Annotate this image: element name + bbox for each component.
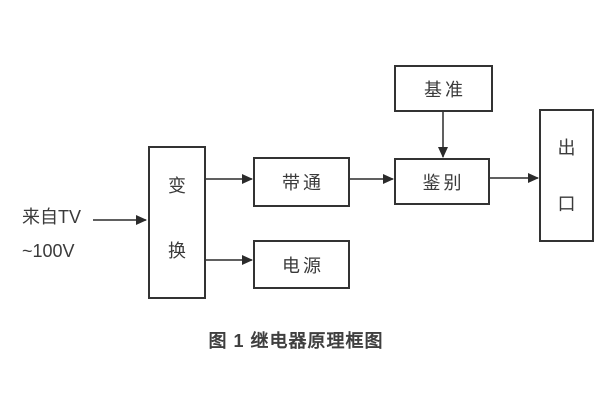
block-bandpass-label: 带通 — [282, 173, 324, 193]
block-reference: 基准 — [394, 65, 493, 112]
block-reference-label: 基准 — [424, 79, 466, 100]
block-bandpass: 带通 — [253, 157, 350, 207]
input-source-label: 来自TV ~100V — [22, 200, 81, 268]
input-source-line2: ~100V — [22, 241, 75, 261]
block-transform-label-char1: 变 — [168, 176, 186, 196]
input-source-line1: 来自TV — [22, 207, 82, 227]
block-discriminator-label: 鉴别 — [422, 172, 465, 193]
block-power-supply-label: 电源 — [282, 255, 324, 276]
block-output-label-char1: 出 — [557, 137, 576, 158]
block-transform-label-char2: 换 — [168, 241, 186, 261]
block-output-label-char2: 口 — [557, 193, 576, 214]
block-output: 出 口 — [539, 109, 594, 242]
block-discriminator: 鉴别 — [394, 158, 490, 205]
block-power-supply: 电源 — [253, 240, 350, 289]
block-transform: 变 换 — [148, 146, 206, 299]
figure-caption: 图 1 继电器原理框图 — [208, 331, 384, 351]
